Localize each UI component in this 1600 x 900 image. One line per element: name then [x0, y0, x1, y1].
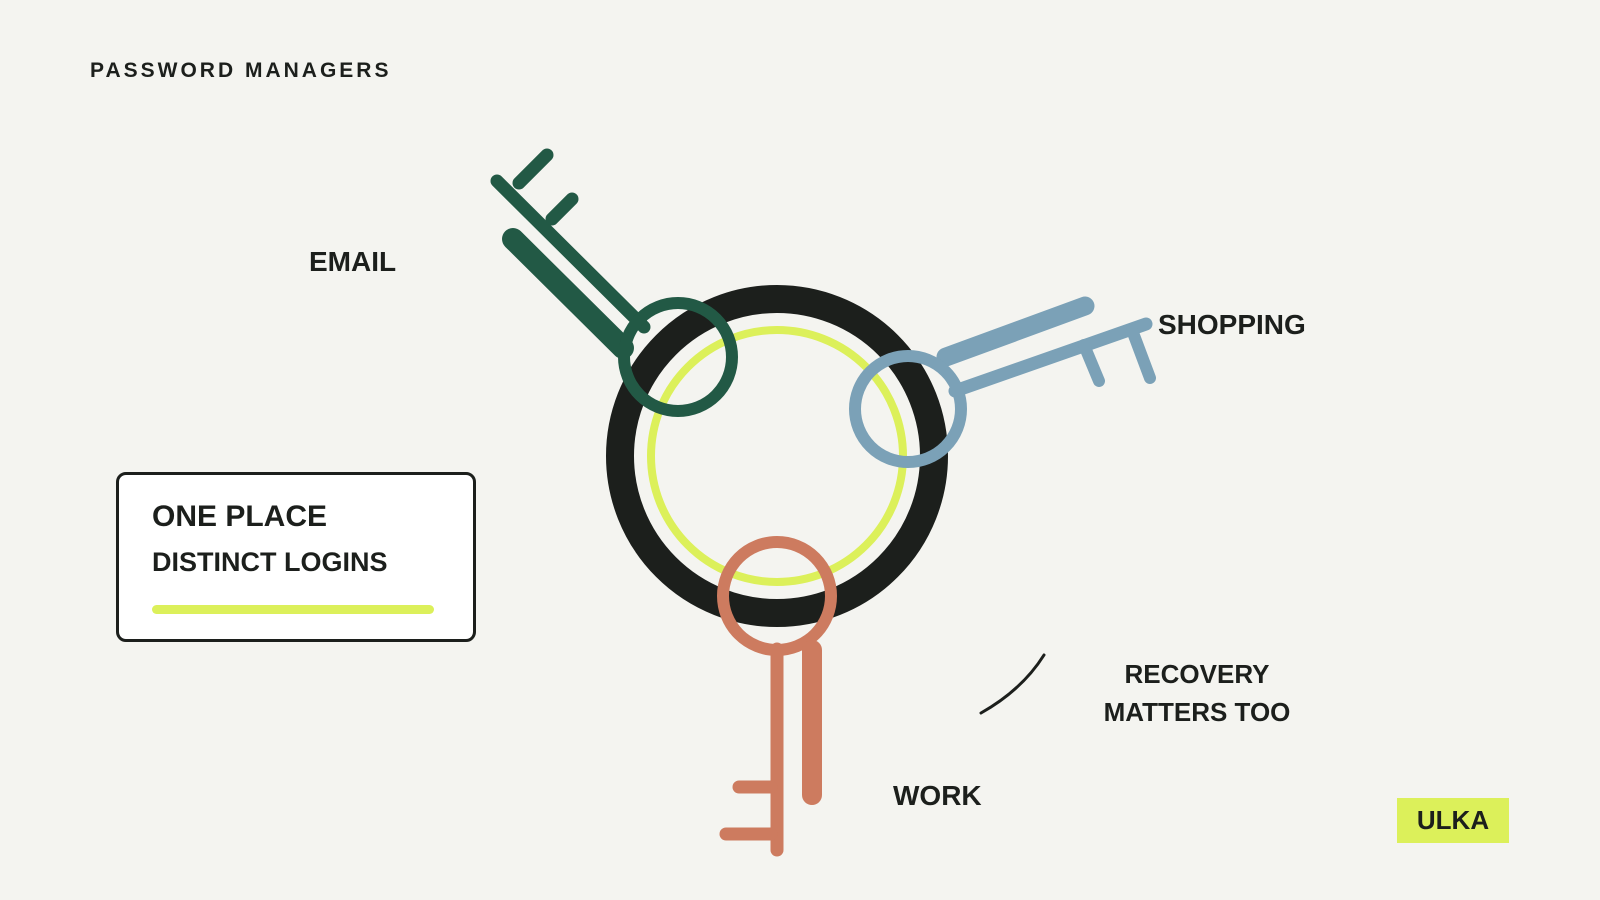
shopping-key-label: SHOPPING	[1158, 309, 1306, 340]
page-eyebrow: PASSWORD MANAGERS	[90, 59, 392, 82]
email-key-icon	[490, 148, 738, 417]
recovery-note-line2: MATTERS TOO	[1103, 697, 1291, 727]
recovery-pointer-line	[979, 653, 1046, 715]
email-key-label: EMAIL	[309, 246, 397, 277]
recovery-note-line1: RECOVERY	[1124, 659, 1270, 689]
callout-subline: DISTINCT LOGINS	[152, 547, 388, 577]
summary-callout-box: ONE PLACE DISTINCT LOGINS	[116, 472, 476, 642]
callout-headline: ONE PLACE	[152, 500, 328, 533]
recovery-note: RECOVERY MATTERS TOO	[1092, 655, 1302, 731]
work-key-label: WORK	[893, 780, 982, 811]
work-key-icon	[717, 536, 837, 857]
shopping-key-icon	[849, 296, 1156, 468]
callout-accent-bar	[152, 605, 434, 614]
brand-badge: ULKA	[1397, 798, 1509, 843]
